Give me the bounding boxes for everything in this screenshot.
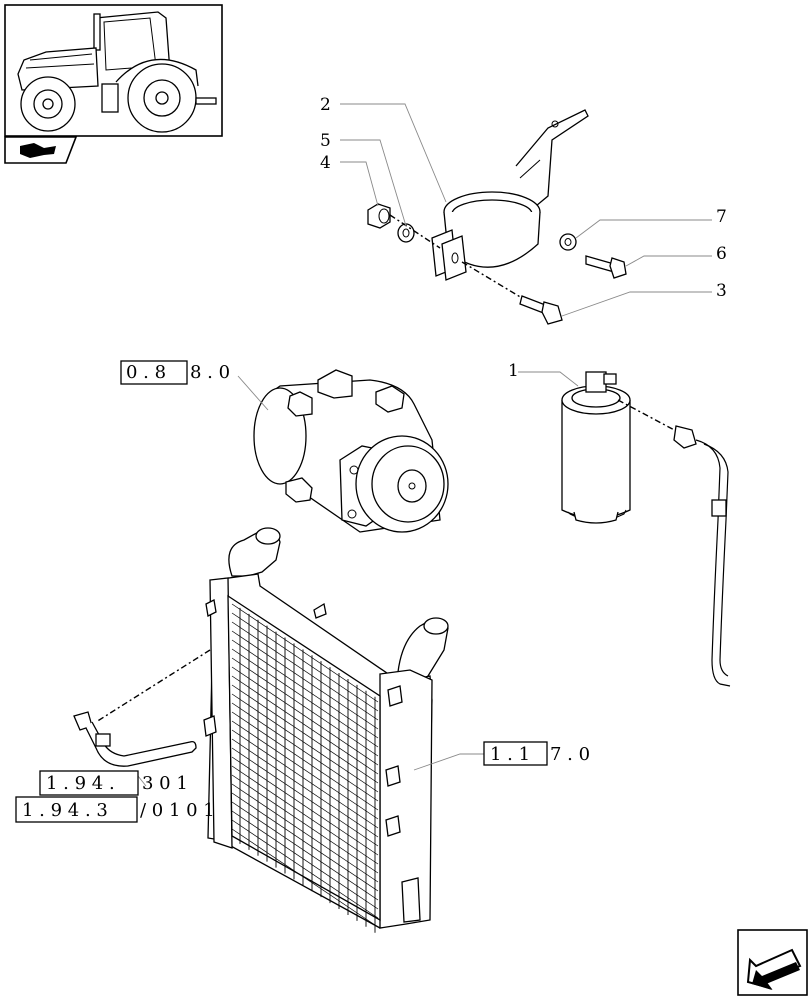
category-hand-icon[interactable] — [4, 136, 78, 164]
condenser-fin — [231, 711, 379, 811]
svg-text:7 . 0: 7 . 0 — [550, 744, 590, 765]
condenser-fin — [231, 774, 379, 874]
condenser-fin — [231, 702, 379, 802]
navigation-arrow-icon[interactable] — [737, 929, 808, 996]
svg-text:0 . 8: 0 . 8 — [126, 362, 166, 383]
svg-text:/ 0 1 0 1: / 0 1 0 1 — [140, 800, 215, 821]
washer-part-left — [397, 223, 415, 243]
condenser-fin — [231, 684, 379, 784]
condenser-fin — [231, 729, 379, 829]
condenser-fin — [231, 738, 379, 838]
callout-4[interactable]: 4 — [320, 153, 331, 173]
condenser-fin — [231, 621, 379, 721]
condenser-fin — [231, 765, 379, 865]
tractor-thumbnail-icon[interactable] — [4, 4, 223, 137]
condenser-fin — [231, 792, 379, 892]
reference-hose-b[interactable]: 1 . 9 4 . 3 / 0 1 0 1 — [15, 796, 215, 823]
callout-2[interactable]: 2 — [320, 95, 331, 115]
receiver-drier — [561, 371, 631, 524]
pressure-switch-hose — [673, 425, 731, 687]
condenser-fin — [231, 630, 379, 730]
condenser-fin — [231, 747, 379, 847]
callout-5[interactable]: 5 — [320, 131, 331, 151]
condenser-hose — [73, 711, 197, 767]
reference-condenser[interactable]: 1 . 1 7 . 0 — [483, 741, 590, 766]
condenser-fin — [231, 756, 379, 856]
clamp-bracket — [431, 109, 589, 281]
condenser-fin — [231, 819, 379, 919]
condenser-fin — [231, 720, 379, 820]
callout-3[interactable]: 3 — [716, 281, 727, 301]
condenser-fin — [231, 801, 379, 901]
condenser-fin — [231, 603, 379, 703]
condenser-fin — [231, 828, 379, 928]
svg-text:8 . 0: 8 . 0 — [190, 362, 230, 383]
bolt-part-lower — [519, 295, 563, 325]
reference-hose-a[interactable]: 1 . 9 4 . 3 0 1 — [39, 770, 188, 796]
condenser-fin — [231, 783, 379, 883]
condenser-fin — [231, 612, 379, 712]
callout-6[interactable]: 6 — [716, 244, 727, 264]
condenser — [203, 527, 449, 929]
condenser-fin — [231, 675, 379, 775]
svg-text:1 . 1: 1 . 1 — [490, 744, 530, 765]
condenser-fin — [231, 810, 379, 910]
condenser-core-fins — [231, 603, 379, 933]
svg-text:1 . 9 4 . 3: 1 . 9 4 . 3 — [22, 800, 108, 821]
compressor — [253, 369, 449, 533]
callout-7[interactable]: 7 — [716, 207, 727, 227]
svg-text:3 0 1: 3 0 1 — [142, 773, 188, 794]
callout-1[interactable]: 1 — [508, 361, 519, 381]
svg-text:1 . 9 4 .: 1 . 9 4 . — [46, 773, 115, 794]
nut-part — [367, 203, 391, 229]
reference-compressor[interactable]: 0 . 8 8 . 0 — [120, 360, 230, 385]
condenser-fin — [231, 693, 379, 793]
condenser-fin — [231, 657, 379, 757]
condenser-fin — [231, 648, 379, 748]
washer-part-right — [559, 233, 577, 251]
condenser-fin — [231, 639, 379, 739]
bolt-part-upper — [585, 255, 627, 279]
condenser-fin — [231, 666, 379, 766]
